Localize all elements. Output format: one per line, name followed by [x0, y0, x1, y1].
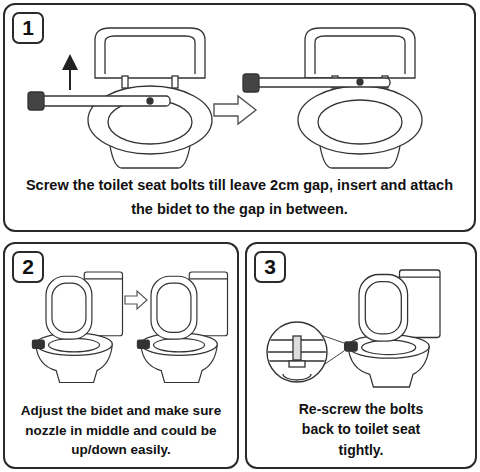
step-caption: Adjust the bidet and make sure nozzle in… [10, 401, 232, 460]
step-caption: Screw the toilet seat bolts till leave 2… [20, 173, 460, 222]
step-number-box: 1 [12, 12, 44, 44]
step-number: 2 [22, 255, 34, 279]
toilet-front [298, 28, 422, 168]
step-number-box: 3 [254, 251, 286, 283]
toilet-side [345, 270, 440, 387]
step-panel: 3Re-screw the bolts back to toilet seat … [245, 242, 477, 469]
step-number: 1 [22, 16, 34, 40]
step-number: 3 [264, 255, 276, 279]
step-panel: 1Screw the toilet seat bolts till leave … [3, 3, 476, 232]
step-panel: 2Adjust the bidet and make sure nozzle i… [3, 242, 239, 469]
toilet-side [137, 272, 227, 383]
step-arrow [214, 96, 256, 124]
bidet-attachment [28, 92, 170, 110]
toilet-side [32, 272, 122, 383]
step-arrow [125, 291, 147, 309]
bidet-attachment [243, 74, 390, 92]
step-number-box: 2 [12, 251, 44, 283]
step-caption: Re-screw the bolts back to toilet seat t… [281, 399, 441, 460]
up-arrow [69, 62, 71, 90]
zoom-detail [262, 336, 332, 380]
